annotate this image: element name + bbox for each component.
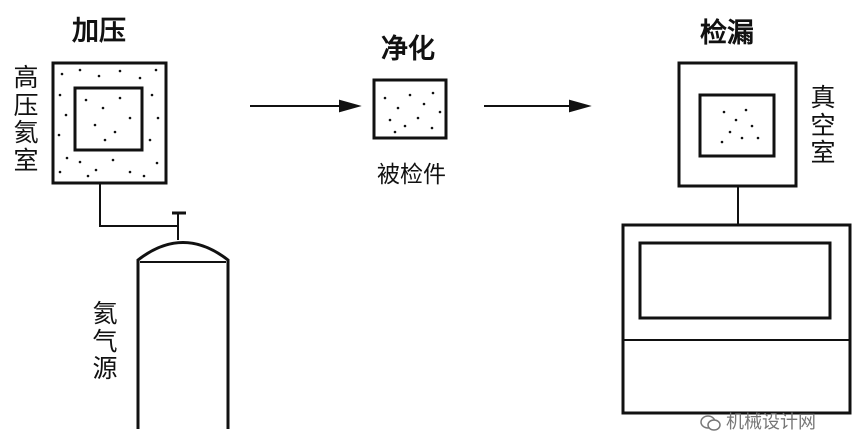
- step-leak-test-title: 检漏: [700, 18, 754, 49]
- wechat-icon: [700, 415, 721, 431]
- detector-display: [638, 241, 832, 320]
- helium-source-label: 氦气源: [92, 299, 118, 383]
- helium-particles: [57, 68, 760, 178]
- high-pressure-chamber-box: [51, 61, 168, 185]
- helium-pipe: [99, 183, 178, 227]
- watermark-text: 机械设计网: [726, 412, 816, 433]
- watermark: 机械设计网: [700, 408, 816, 434]
- vacuum-chamber-label: 真空室: [810, 83, 836, 167]
- purified-test-piece-box: [372, 78, 448, 140]
- helium-cylinder: [136, 241, 230, 429]
- vacuum-test-piece-box: [698, 93, 776, 158]
- test-piece-label: 被检件: [377, 162, 446, 188]
- arrowhead-1: [339, 99, 362, 113]
- chamber-test-piece-box: [73, 86, 144, 152]
- step-purify-title: 净化: [381, 34, 435, 65]
- arrowhead-2: [569, 99, 592, 113]
- step-pressurize-title: 加压: [72, 16, 126, 47]
- leak-detector-box: [621, 223, 852, 415]
- high-pressure-helium-chamber-label: 高压氦室: [13, 63, 39, 175]
- vacuum-chamber-box: [677, 61, 798, 188]
